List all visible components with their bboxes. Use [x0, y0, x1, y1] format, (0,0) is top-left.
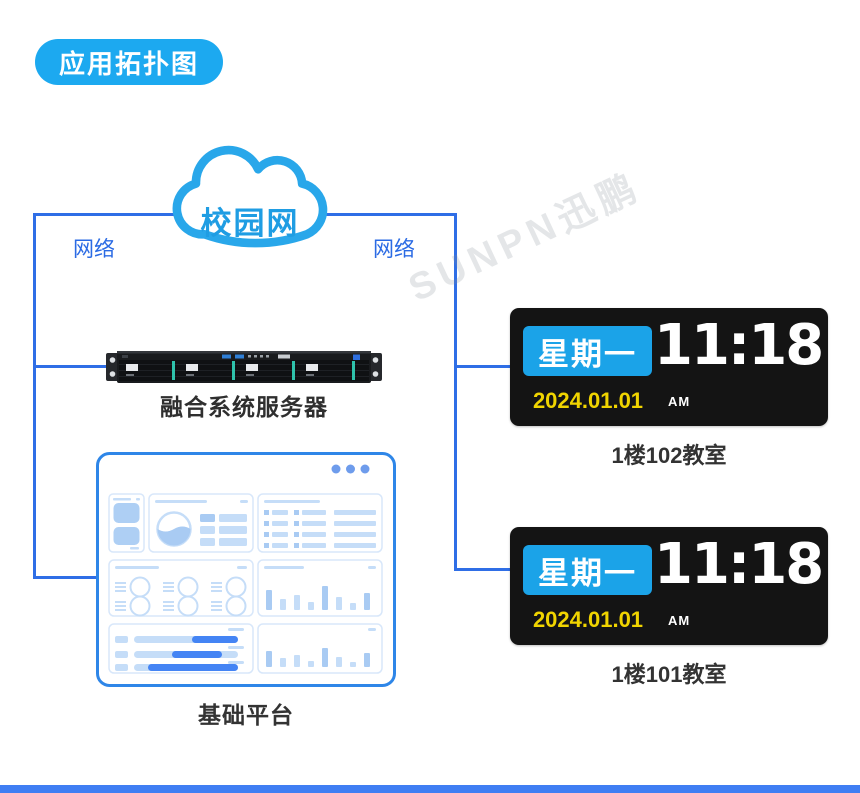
meridiem-text: AM	[668, 613, 691, 628]
date-text: 2024.01.01	[532, 388, 644, 413]
server-icon	[106, 350, 382, 384]
title-badge-label: 应用拓扑图	[58, 48, 199, 79]
cloud-icon	[152, 134, 348, 260]
network-label-right: 网络	[373, 238, 415, 261]
weekday-chip: 星期一	[523, 545, 652, 595]
bottom-accent-bar	[0, 785, 860, 793]
server-label: 融合系统服务器	[160, 394, 328, 420]
cloud-label: 校园网	[200, 206, 300, 241]
meridiem-text: AM	[668, 394, 691, 409]
room-label-102: 1楼102教室	[611, 443, 727, 468]
connector-branch-clock-102	[454, 365, 516, 368]
connector-branch-platform	[33, 576, 99, 579]
date-text: 2024.01.01	[532, 607, 644, 632]
connector-branch-clock-101	[454, 568, 516, 571]
clock-display-101: 星期一 2024.01.01 11:18 AM	[510, 527, 828, 645]
weekday-chip: 星期一	[523, 326, 652, 376]
watermark-text: SUNPN迅鹏	[402, 165, 648, 311]
time-text: 11:18	[654, 532, 824, 597]
connector-branch-server	[33, 365, 113, 368]
connector-vertical-left	[33, 213, 36, 579]
platform-dashboard-illustration	[96, 452, 396, 687]
time-text: 11:18	[654, 313, 824, 378]
connector-vertical-right	[454, 213, 457, 571]
room-label-101: 1楼101教室	[611, 662, 727, 687]
title-badge: 应用拓扑图	[35, 39, 223, 85]
clock-display-102: 星期一 2024.01.01 11:18 AM	[510, 308, 828, 426]
network-label-left: 网络	[73, 238, 115, 261]
platform-label: 基础平台	[198, 702, 294, 728]
